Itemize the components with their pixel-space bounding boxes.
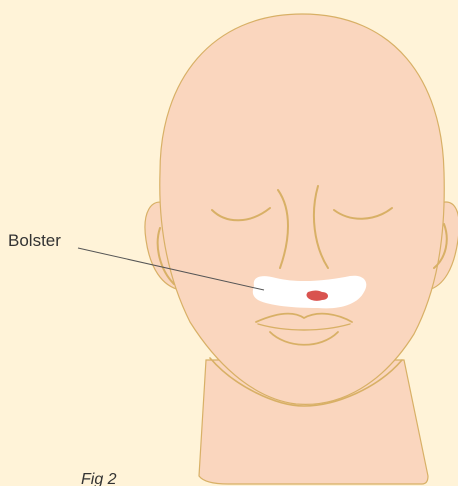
figure-caption: Fig 2 — [81, 471, 117, 486]
bolster-label: Bolster — [8, 231, 61, 250]
